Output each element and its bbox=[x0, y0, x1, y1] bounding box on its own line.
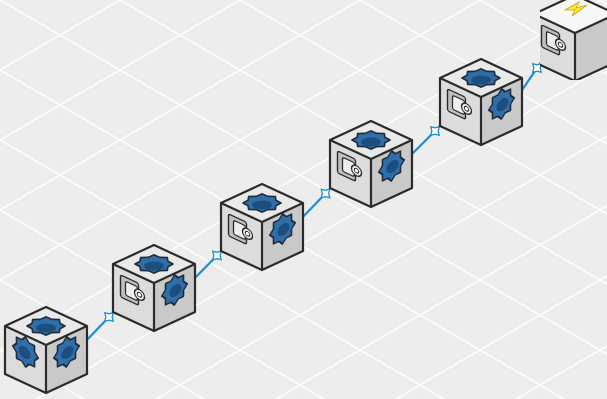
input-connector-icon[interactable] bbox=[446, 88, 473, 122]
input-connector-icon[interactable] bbox=[336, 150, 363, 184]
right-hole-icon bbox=[52, 336, 81, 368]
sensor-block[interactable] bbox=[328, 119, 414, 209]
wire-joint-icon[interactable] bbox=[320, 188, 331, 199]
block-right-face bbox=[575, 18, 607, 80]
top-hole-depth bbox=[361, 137, 381, 147]
top-hole-depth bbox=[252, 200, 272, 210]
sensor-block[interactable] bbox=[111, 243, 197, 333]
top-hole-depth bbox=[144, 261, 164, 271]
input-connector-icon[interactable] bbox=[540, 24, 567, 58]
input-connector-icon[interactable] bbox=[227, 213, 254, 247]
wire-joint-icon[interactable] bbox=[103, 311, 115, 323]
input-connector-icon[interactable] bbox=[119, 274, 146, 308]
sensor-block[interactable] bbox=[219, 182, 305, 272]
lightning-bolt-icon bbox=[563, 0, 588, 17]
sensor-block[interactable] bbox=[438, 57, 524, 147]
power-block[interactable] bbox=[534, 0, 607, 81]
left-hole-icon bbox=[11, 336, 40, 368]
wire-joint-icon[interactable] bbox=[211, 250, 223, 261]
top-hole-depth bbox=[36, 323, 56, 333]
top-hole-depth bbox=[471, 75, 491, 85]
sensor-block[interactable] bbox=[3, 305, 89, 395]
block-layer bbox=[3, 0, 607, 395]
right-hole-icon bbox=[268, 213, 297, 245]
right-hole-icon bbox=[377, 150, 406, 182]
right-hole-icon bbox=[487, 88, 516, 120]
wire-joint-icon[interactable] bbox=[531, 62, 543, 74]
right-hole-icon bbox=[160, 274, 189, 306]
wire-joint-icon[interactable] bbox=[429, 125, 441, 137]
